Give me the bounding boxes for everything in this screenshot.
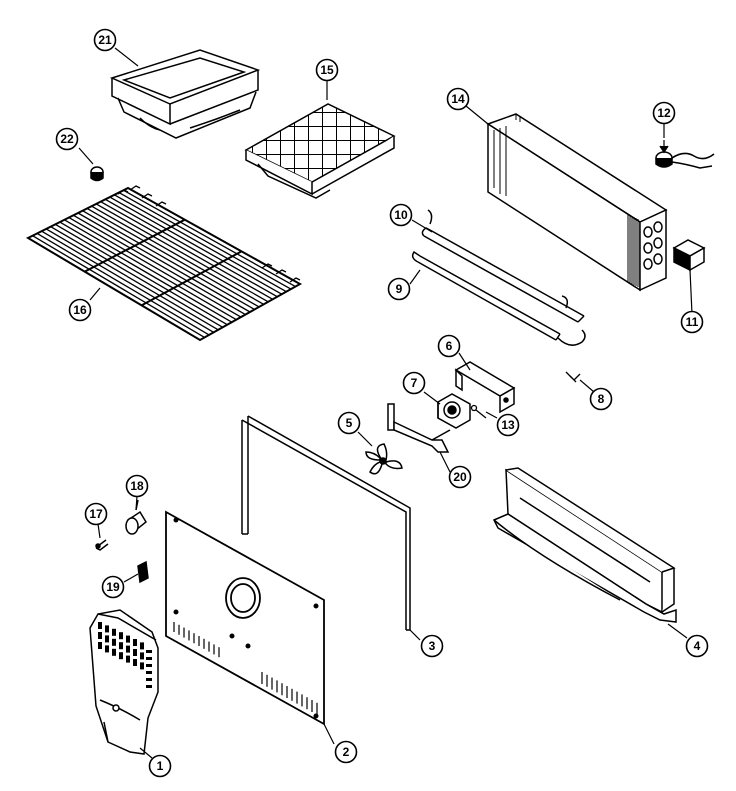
callout-3: 3 (420, 634, 444, 658)
callout-11: 11 (680, 310, 704, 334)
callout-number: 12 (657, 106, 671, 120)
callout-1: 1 (148, 754, 172, 778)
callout-17: 17 (84, 502, 108, 526)
callout-20: 20 (448, 465, 472, 489)
callout-number: 16 (73, 303, 87, 317)
callout-9: 9 (387, 277, 411, 301)
callout-2: 2 (334, 740, 358, 764)
part-12-sensor (656, 140, 714, 168)
leader-lines (78, 47, 693, 759)
callout-number: 6 (446, 339, 453, 353)
part-4-rail (494, 468, 676, 622)
callout-number: 21 (98, 33, 112, 47)
callout-number: 9 (396, 282, 403, 296)
part-16-wire-shelf (28, 186, 300, 340)
callout-number: 19 (106, 580, 120, 594)
callout-number: 3 (429, 639, 436, 653)
callout-number: 11 (686, 315, 699, 329)
callout-14: 14 (446, 87, 470, 111)
callout-number: 4 (694, 639, 701, 653)
callout-number: 15 (320, 63, 334, 77)
callout-15: 15 (315, 58, 339, 82)
callout-12: 12 (652, 101, 676, 125)
part-22-nut (91, 167, 103, 181)
callout-13: 13 (496, 413, 520, 437)
part-20-motor-bracket (388, 404, 450, 452)
callout-number: 10 (394, 208, 408, 222)
callout-number: 14 (451, 92, 465, 106)
callout-number: 20 (453, 470, 467, 484)
callout-number: 5 (346, 416, 353, 430)
callout-22: 22 (55, 127, 79, 151)
part-14-evaporator (488, 114, 666, 290)
part-6-bracket (456, 362, 514, 412)
callout-number: 13 (501, 418, 515, 432)
part-13-screw (472, 406, 487, 419)
callout-number: 22 (60, 132, 74, 146)
part-19-clip (138, 562, 148, 582)
callout-number: 8 (598, 392, 605, 406)
callout-19: 19 (101, 575, 125, 599)
callout-number: 18 (130, 479, 144, 493)
callout-21: 21 (93, 28, 117, 52)
callout-18: 18 (125, 474, 149, 498)
callout-number: 2 (343, 745, 350, 759)
part-2-rear-panel (166, 512, 324, 724)
callout-number: 1 (157, 759, 164, 773)
callout-5: 5 (337, 411, 361, 435)
callout-10: 10 (389, 203, 413, 227)
part-9-heater-tube (413, 252, 585, 345)
callout-16: 16 (68, 298, 92, 322)
part-5-fan-blade (366, 444, 402, 474)
part-15-ice-tray (246, 104, 394, 198)
callout-7: 7 (402, 371, 426, 395)
callout-number: 17 (89, 507, 103, 521)
part-21-ice-bin (112, 50, 258, 138)
callout-number: 7 (411, 376, 418, 390)
part-8-screw (566, 372, 580, 382)
callout-8: 8 (589, 387, 613, 411)
part-11-block (674, 240, 704, 270)
part-3-frame (242, 416, 410, 630)
part-1-grille (90, 610, 158, 754)
callout-4: 4 (685, 634, 709, 658)
part-17-screw (96, 540, 108, 550)
part-7-fan-motor (438, 394, 470, 428)
callout-6: 6 (437, 334, 461, 358)
